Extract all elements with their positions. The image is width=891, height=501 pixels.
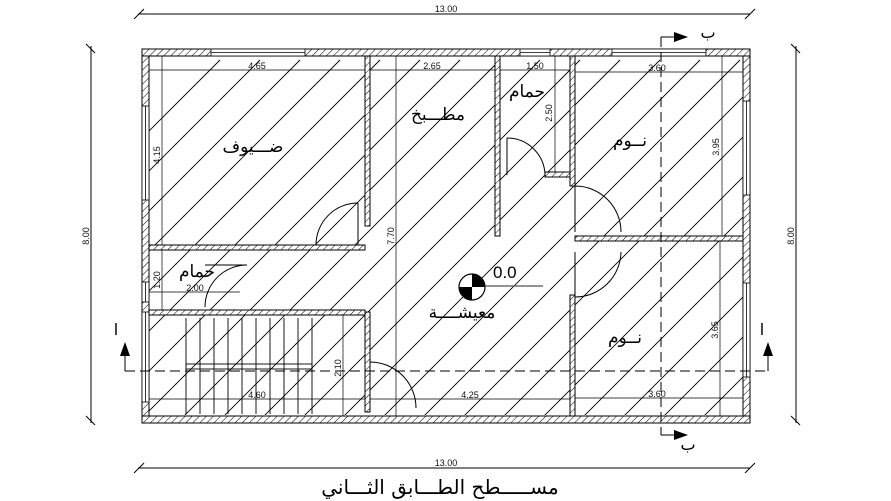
section-b-bottom-label: ب xyxy=(680,435,695,454)
dim-bottom-width: 13.00 xyxy=(435,458,458,468)
room-label-living: معيشــــة xyxy=(429,303,496,323)
dim-kitchen-width: 2.65 xyxy=(423,61,441,71)
dim-guests-width: 4.65 xyxy=(248,61,266,71)
dim-bedroom-bottom-width: 3.60 xyxy=(648,389,666,399)
dim-kitchen-height: 7.70 xyxy=(386,227,396,245)
dim-stairs-height: 2.10 xyxy=(333,359,343,377)
dimension-top-overall: 13.00 xyxy=(133,4,756,20)
section-b-top-label: ب xyxy=(700,23,715,42)
section-markers: ا ا ب ب xyxy=(114,23,773,454)
dim-bath-left-height: 1.20 xyxy=(152,271,162,289)
level-label: 0.0 xyxy=(493,263,517,282)
dim-bedroom-top-height: 3.95 xyxy=(711,138,721,156)
room-label-bath-left: حمام xyxy=(179,262,215,282)
exterior-walls xyxy=(141,48,751,424)
section-lines xyxy=(125,37,770,435)
dim-guests-height: 4.15 xyxy=(152,146,162,164)
level-marker: 0.0 xyxy=(458,263,543,301)
inner-dimension-labels: 4.65 4.15 2.65 7.70 1.50 2.50 3.60 3.95 … xyxy=(152,61,721,400)
room-label-guests: ضـــيوف xyxy=(223,137,284,157)
dim-stairs-width: 4.60 xyxy=(248,390,266,400)
interior-walls xyxy=(148,55,744,417)
room-label-kitchen: مطـــبخ xyxy=(411,105,465,125)
dim-bath-top-width: 1.50 xyxy=(526,61,544,71)
dim-top-width: 13.00 xyxy=(435,4,458,14)
dim-right-height: 8.00 xyxy=(786,227,796,245)
dim-bedroom-top-width: 3.60 xyxy=(648,63,666,73)
room-label-bath-top: حمام xyxy=(509,82,545,102)
dim-living-width: 4.25 xyxy=(461,390,479,400)
doors xyxy=(204,137,622,409)
dim-bath-left-width: 2.00 xyxy=(186,283,204,293)
dim-bath-top-height: 2.50 xyxy=(544,104,554,122)
section-a-left-label: ا xyxy=(114,320,118,339)
staircase xyxy=(185,318,313,414)
dim-bedroom-bottom-height: 3.65 xyxy=(710,321,720,339)
section-a-right-label: ا xyxy=(760,320,764,339)
dim-left-height: 8.00 xyxy=(81,227,91,245)
room-label-bedroom-top: نــوم xyxy=(613,131,647,151)
drawing-title: مســـــطح الطـــابق الثـــاني xyxy=(321,475,558,500)
inner-dimension-lines xyxy=(149,56,743,416)
windows xyxy=(141,48,751,403)
room-labels: ضـــيوف مطـــبخ حمام نــوم حمام معيشــــ… xyxy=(179,82,647,348)
dimension-bottom-overall: 13.00 xyxy=(133,458,756,474)
dimension-left-overall: 8.00 xyxy=(81,43,96,426)
dimension-right-overall: 8.00 xyxy=(786,43,801,426)
room-label-bedroom-bottom: نــوم xyxy=(608,328,642,348)
